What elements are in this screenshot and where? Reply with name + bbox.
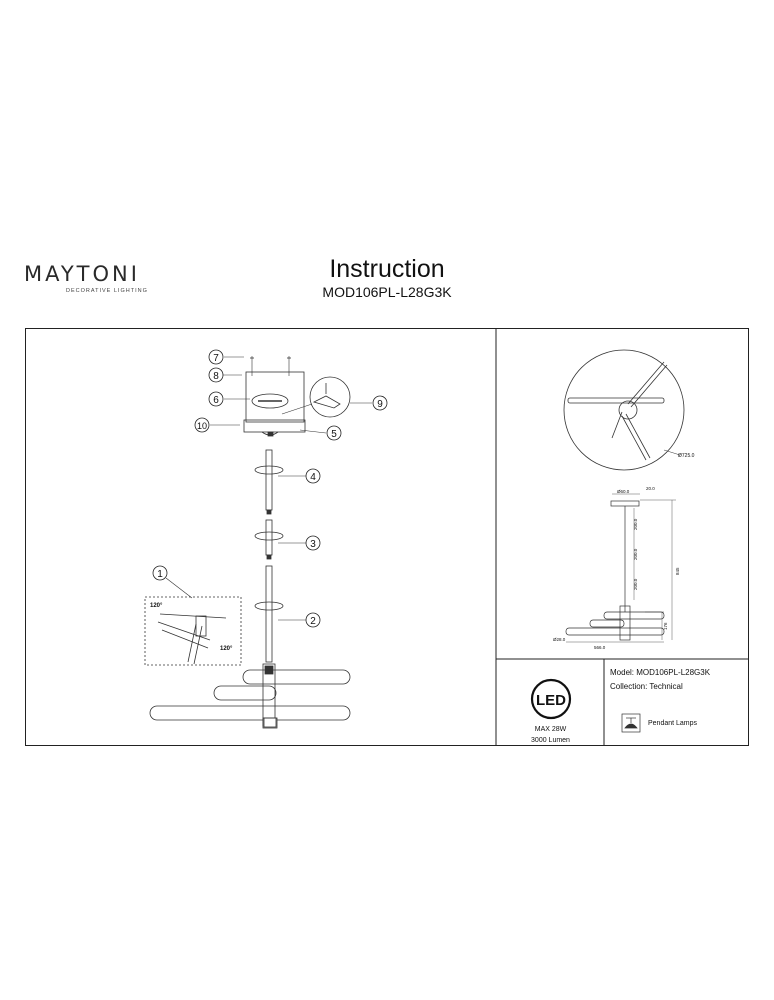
collection-info: Collection: Technical xyxy=(610,682,683,691)
angle-label-1: 120° xyxy=(150,603,163,609)
side-canopy xyxy=(610,500,640,507)
callout-5: 5 xyxy=(331,429,337,440)
brand-name: MAYTONI xyxy=(24,262,140,286)
callout-4: 4 xyxy=(310,472,316,483)
tube-middle xyxy=(213,685,277,701)
tube-lower xyxy=(149,705,351,721)
canopy-outline xyxy=(245,371,305,423)
dim-rod-2: 200.0 xyxy=(633,548,638,560)
detail-circle xyxy=(309,376,351,418)
dim-top-diameter: Ø725.0 xyxy=(678,453,695,459)
dim-body-height: 176 xyxy=(663,622,668,630)
tube-upper xyxy=(242,669,351,685)
ceiling-plate xyxy=(243,419,306,433)
pendant-lamp-icon xyxy=(621,713,641,733)
dim-tube-diameter: Ø28.0 xyxy=(553,637,566,642)
dim-width: 566.0 xyxy=(594,645,606,650)
model-info: Model: MOD106PL-L28G3K xyxy=(610,668,711,677)
led-label: LED xyxy=(536,692,566,709)
callout-9: 9 xyxy=(377,399,383,410)
rod-4 xyxy=(265,449,273,511)
angle-label-2: 120° xyxy=(220,646,233,652)
callout-6: 6 xyxy=(213,395,219,406)
led-icon: LED xyxy=(530,678,572,720)
page-title: Instruction xyxy=(329,255,445,283)
rod-2 xyxy=(265,565,273,663)
power-rating: MAX 28W xyxy=(534,726,567,733)
brand-tagline: DECORATIVE LIGHTING xyxy=(66,288,148,294)
callout-1: 1 xyxy=(157,569,163,580)
header: Instruction MOD106PL-L28G3K xyxy=(0,254,774,300)
top-view-circle xyxy=(563,349,685,471)
lamp-type: Pendant Lamps xyxy=(648,720,698,727)
rod-3 xyxy=(265,519,273,556)
instruction-frame xyxy=(25,328,749,746)
lumen-rating: 3000 Lumen xyxy=(531,737,570,744)
brand-logo: MAYTONI DECORATIVE LIGHTING xyxy=(24,262,184,302)
dim-canopy-diameter: Ø60.0 xyxy=(617,489,630,494)
top-view xyxy=(563,349,685,471)
callout-2: 2 xyxy=(310,616,316,627)
callout-8: 8 xyxy=(213,371,219,382)
dim-rod-3: 200.0 xyxy=(633,578,638,590)
assembly-drawing xyxy=(144,356,372,729)
dim-rod-1: 200.0 xyxy=(633,518,638,530)
dim-total-height: 845 xyxy=(675,567,680,575)
side-view-dimensions: Ø60.0 20.0 200.0 200.0 200.0 845 176 Ø28… xyxy=(553,486,680,650)
side-view xyxy=(565,493,676,643)
callout-7: 7 xyxy=(213,353,219,364)
model-code: MOD106PL-L28G3K xyxy=(322,284,452,300)
dim-canopy-height: 20.0 xyxy=(646,486,655,491)
callout-markers xyxy=(152,349,388,628)
callout-labels: 7 8 6 9 10 5 4 3 2 1 xyxy=(157,353,383,627)
callout-10: 10 xyxy=(197,421,207,431)
detail-inset xyxy=(144,596,242,666)
callout-3: 3 xyxy=(310,539,316,550)
